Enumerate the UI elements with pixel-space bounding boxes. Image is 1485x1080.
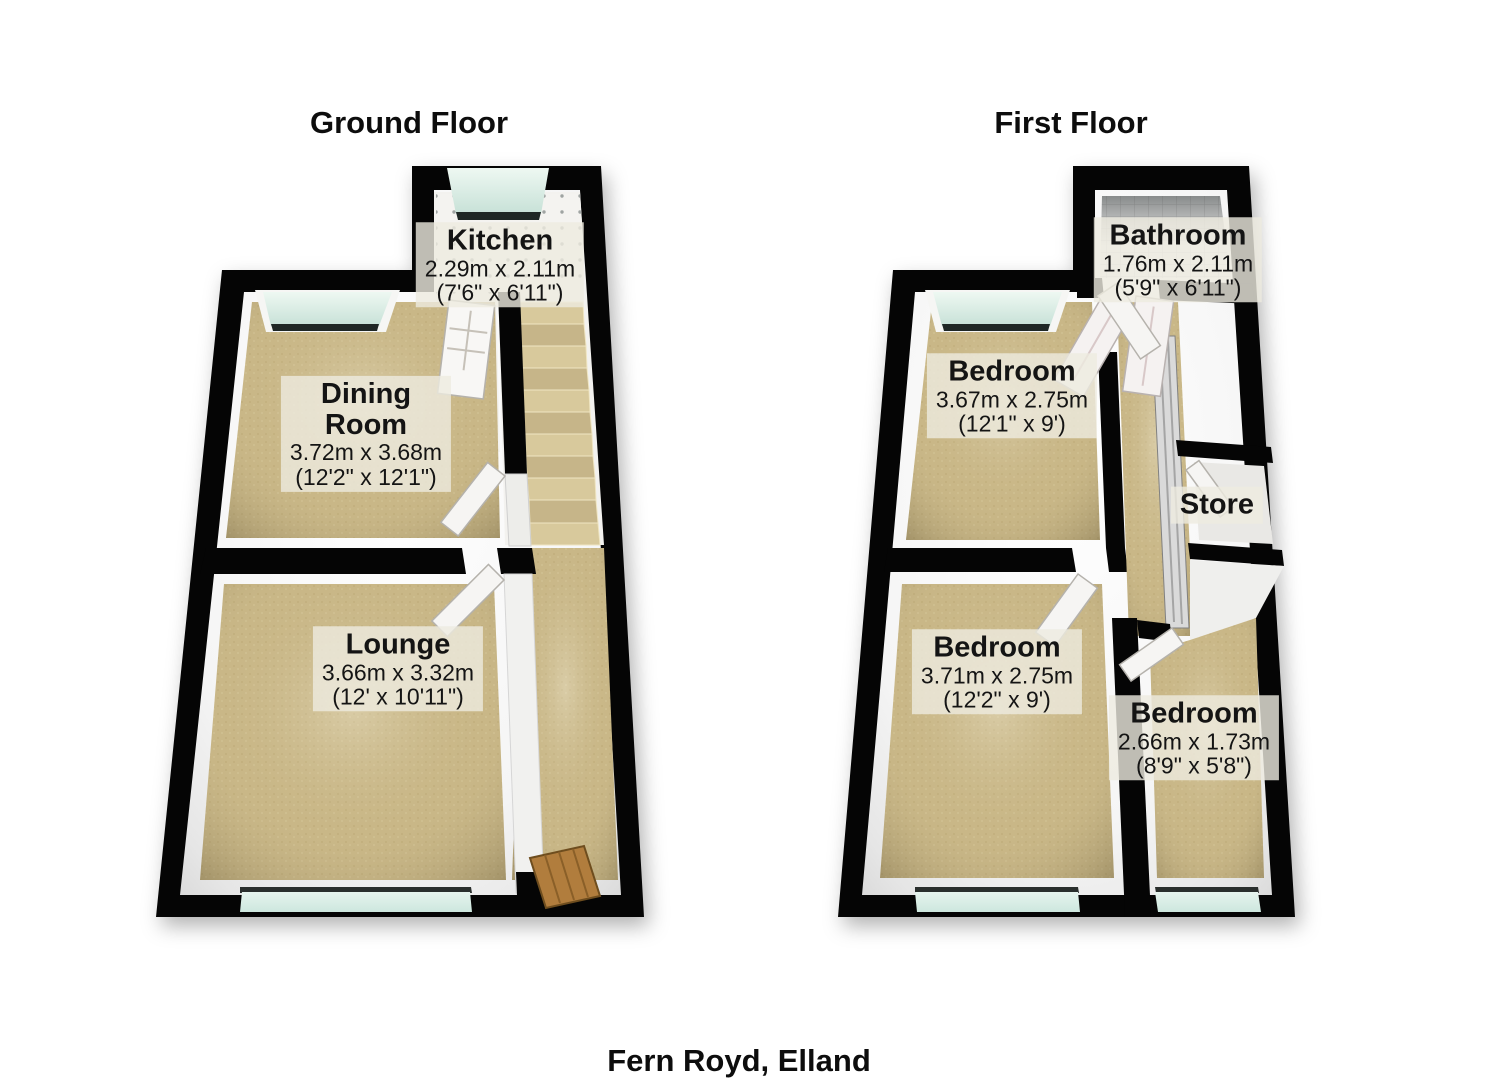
stair-side-wall [498, 292, 527, 474]
kitchen-window-sill [456, 212, 541, 220]
store-lower-wall-face [1190, 560, 1284, 640]
dining-window-sill [271, 324, 379, 331]
lounge-window-glass [240, 892, 472, 912]
store-wall-top [1176, 440, 1273, 463]
bedroom1-bedroom2-wall [884, 548, 1076, 572]
ground-floor-title: Ground Floor [309, 105, 509, 140]
bedroom2-window-glass [915, 892, 1080, 912]
stair-side-wall-lower [504, 473, 532, 547]
dining-window-glass [263, 292, 392, 326]
bedroom2-floor-shading [880, 584, 1114, 878]
bedroom2-window-head [915, 887, 1079, 893]
property-caption: Fern Royd, Elland [607, 1043, 871, 1078]
bedroom3-window-head [1155, 887, 1259, 893]
entrance-door-mat [528, 844, 602, 910]
first-floor-title: First Floor [994, 105, 1148, 140]
store-wall-bottom [1188, 543, 1284, 566]
bathroom-label: Bathroom 1.76m x 2.11m (5'9" x 6'11") [1093, 217, 1263, 303]
dining-lounge-wall [200, 548, 466, 574]
bedroom2-label: Bedroom 3.71m x 2.75m (12'2" x 9') [911, 629, 1083, 715]
store-label: Store [1170, 486, 1264, 524]
kitchen-door [436, 299, 496, 400]
dining-room-label: Dining Room 3.72m x 3.68m (12'2" x 12'1"… [280, 375, 452, 493]
bedroom1-window-sill [942, 324, 1050, 331]
bedroom3-window-glass [1155, 892, 1261, 912]
kitchen-window-glass [447, 168, 549, 214]
bedroom1-label: Bedroom 3.67m x 2.75m (12'1" x 9') [926, 353, 1098, 439]
lounge-label: Lounge 3.66m x 3.32m (12' x 10'11") [312, 626, 484, 712]
bedroom1-window-glass [933, 292, 1062, 326]
bedroom3-door [1118, 626, 1185, 683]
bedroom3-label: Bedroom 2.66m x 1.73m (8'9" x 5'8") [1108, 695, 1280, 781]
bedroom1-side-wall [1098, 352, 1125, 548]
kitchen-label: Kitchen 2.29m x 2.11m (7'6" x 6'11") [415, 222, 585, 308]
bedroom1-bedroom2-wall-stub [1106, 548, 1128, 572]
lounge-window-head [240, 887, 472, 893]
dining-door [439, 461, 507, 537]
dining-lounge-wall-stub [497, 548, 536, 574]
